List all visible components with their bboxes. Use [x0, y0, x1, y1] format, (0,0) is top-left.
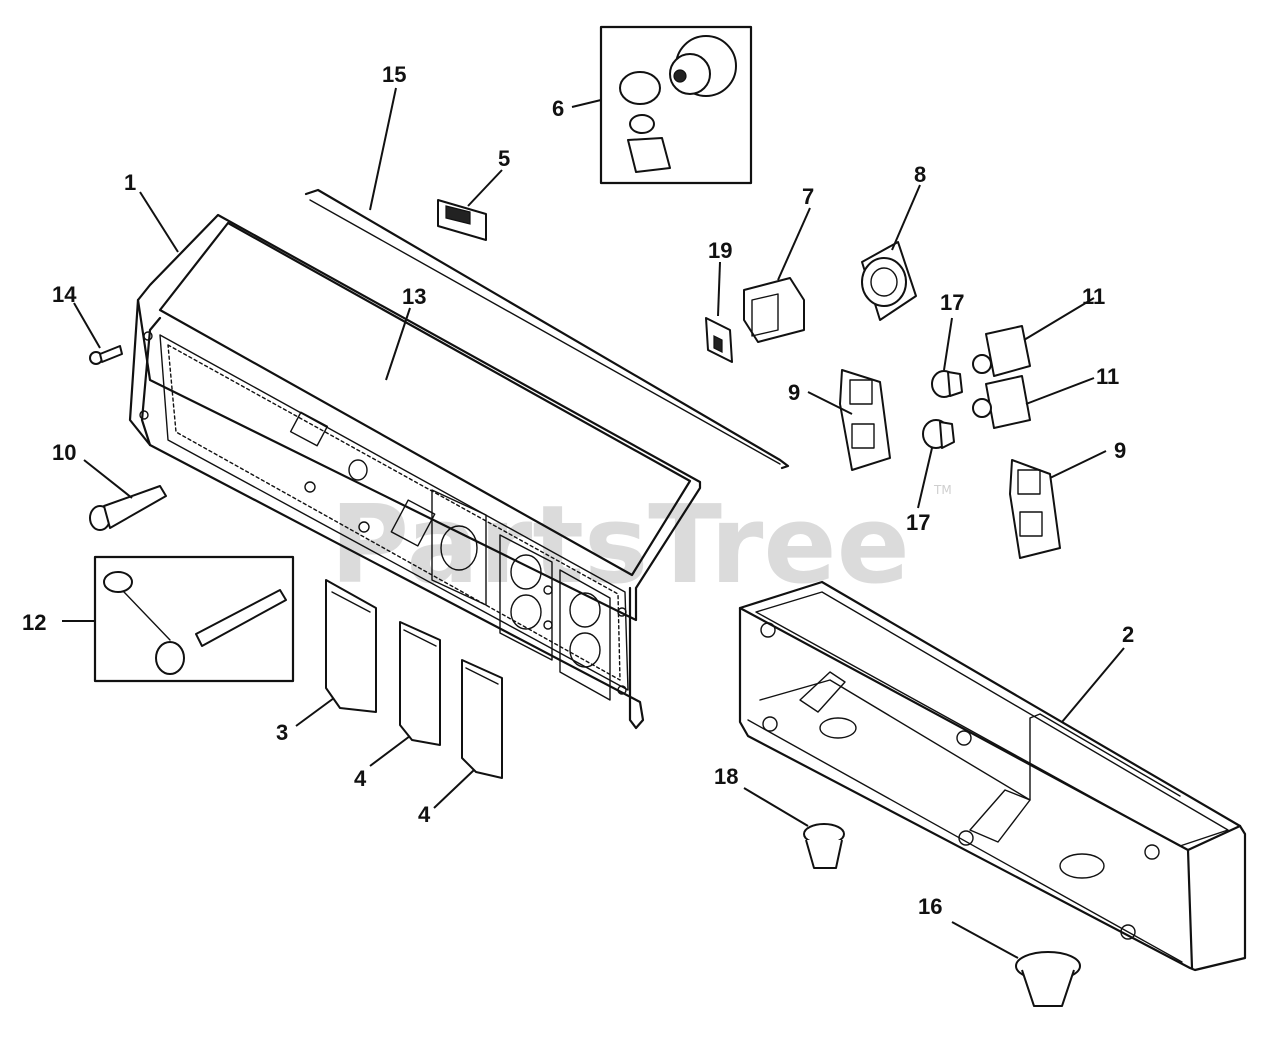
control-panel-part-1: [128, 213, 702, 730]
rocker-switch-part-5: [437, 199, 487, 241]
circuit-breaker-part-11a: [972, 325, 1031, 377]
base-tray-part-2: [738, 580, 1247, 972]
callout-10: 10: [52, 440, 76, 465]
outlet-cover-part-4b: [461, 659, 503, 779]
ignition-switch-part-6: [599, 25, 753, 185]
circuit-breaker-part-7: [743, 277, 805, 343]
outlet-cover-part-4a: [399, 621, 441, 746]
grommet-part-16: [1015, 951, 1081, 1007]
callout-4b: 4: [418, 802, 431, 827]
outlet-cover-part-3: [325, 579, 377, 713]
watermark-brand: PartsTree: [330, 483, 910, 608]
callout-11a: 11: [1082, 284, 1105, 309]
callout-15: 15: [382, 62, 406, 87]
callout-labels: 1 2 3 4 4 5 6 7 8 9 9 10 11 11 12 13 14 …: [22, 62, 1134, 919]
callout-5: 5: [498, 146, 510, 171]
circuit-breaker-part-11b: [972, 375, 1031, 429]
screw-part-14: [89, 345, 123, 365]
duplex-receptacle-part-9a: [839, 369, 891, 471]
callout-4a: 4: [354, 766, 367, 791]
callout-14: 14: [52, 282, 77, 307]
rod-part-15: [304, 188, 790, 470]
callout-18: 18: [714, 764, 738, 789]
indicator-light-part-17a: [931, 370, 963, 398]
callout-3: 3: [276, 720, 288, 745]
callout-2: 2: [1122, 622, 1134, 647]
cord-assembly-part-12: [93, 555, 295, 683]
grommet-part-18: [803, 823, 845, 869]
callout-17b: 17: [906, 510, 930, 535]
callout-8: 8: [914, 162, 926, 187]
indicator-light-part-17b: [922, 419, 955, 449]
callout-11b: 11: [1096, 364, 1119, 389]
callout-1: 1: [124, 170, 136, 195]
switch-part-19: [705, 317, 733, 363]
callout-6: 6: [552, 96, 564, 121]
watermark-trademark: TM: [933, 483, 952, 497]
leader-lines: [62, 87, 1125, 959]
twist-lock-receptacle-part-8: [861, 241, 917, 321]
callout-9a: 9: [788, 380, 800, 405]
fuel-valve-part-10: [89, 485, 167, 531]
callout-9b: 9: [1114, 438, 1126, 463]
callout-13: 13: [402, 284, 426, 309]
watermark: PartsTree TM: [330, 483, 952, 608]
callout-7: 7: [802, 184, 814, 209]
duplex-receptacle-part-9b: [1009, 459, 1061, 559]
callout-19: 19: [708, 238, 732, 263]
callout-17a: 17: [940, 290, 964, 315]
callout-12: 12: [22, 610, 46, 635]
callout-16: 16: [918, 894, 942, 919]
